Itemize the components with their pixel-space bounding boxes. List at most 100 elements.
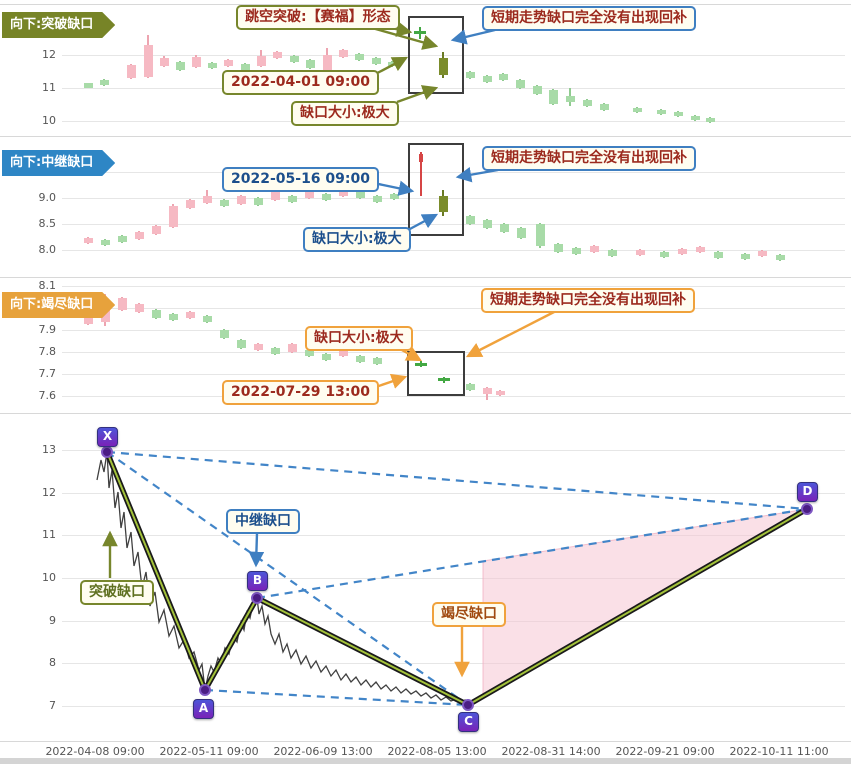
gridline	[62, 663, 845, 665]
candle-body	[151, 226, 161, 234]
candle-body	[305, 59, 315, 68]
candle-body	[372, 357, 382, 365]
candle-body	[287, 344, 297, 352]
candle-body	[143, 45, 153, 78]
annotation-gap-date-p1: 2022-04-01 09:00	[222, 70, 379, 95]
candle-body	[236, 195, 246, 205]
candle-body	[126, 64, 136, 79]
candle-body	[219, 200, 229, 206]
candle-body	[321, 353, 331, 360]
candle-body	[168, 205, 178, 228]
candle-body	[338, 350, 348, 356]
candle-body	[304, 190, 314, 198]
candle-body	[355, 355, 365, 362]
candle-body	[240, 63, 250, 71]
banner-breakaway-gap: 向下:突破缺口	[2, 12, 115, 38]
x-tick-label: 2022-09-21 09:00	[615, 745, 715, 758]
candle-body	[202, 315, 212, 323]
annotation-gap-date-p3: 2022-07-29 13:00	[222, 380, 379, 405]
candle-body	[321, 193, 331, 201]
candle-body	[515, 80, 525, 88]
y-tick-label: 7	[49, 699, 56, 712]
candle-body	[548, 89, 558, 104]
banner-runaway-gap: 向下:中继缺口	[2, 150, 115, 176]
candle-body	[253, 344, 263, 351]
annotation-no-fill-p3: 短期走势缺口完全没有出现回补	[481, 288, 695, 313]
annotation-breakaway-gap-label: 突破缺口	[80, 580, 154, 605]
candle-body	[705, 118, 715, 122]
point-badge-a: A	[193, 699, 214, 719]
panel-divider	[0, 413, 851, 414]
bottom-edge-bar	[0, 758, 851, 764]
candle-body	[516, 228, 526, 239]
candle-body	[100, 240, 110, 245]
point-badge-b: B	[247, 571, 268, 591]
candle-body	[372, 195, 382, 203]
panel-divider	[0, 136, 851, 137]
candle-body	[465, 72, 475, 79]
candle-body	[355, 191, 365, 198]
x-tick-label: 2022-05-11 09:00	[159, 745, 259, 758]
candle-body	[499, 224, 509, 232]
y-tick-label: 9	[49, 613, 56, 627]
y-tick-label: 11	[42, 81, 56, 94]
candle-body	[117, 298, 127, 310]
candle-body	[83, 83, 93, 88]
y-tick-label: 10	[42, 571, 56, 584]
candle-body	[635, 250, 645, 256]
candle-body	[304, 350, 314, 356]
gap-highlight-box-runaway	[408, 143, 464, 236]
candle-body	[338, 188, 348, 196]
candle-body	[498, 74, 508, 81]
gridline	[62, 706, 845, 707]
y-tick-label: 13	[42, 443, 56, 456]
x-tick-label: 2022-04-08 09:00	[45, 745, 145, 758]
annotation-no-fill-p2: 短期走势缺口完全没有出现回补	[482, 146, 696, 171]
candle-body	[695, 246, 705, 253]
candle-body	[371, 57, 381, 64]
candle-body	[175, 61, 185, 70]
candle-body	[465, 383, 475, 391]
candle-body	[419, 153, 423, 163]
y-tick-label: 7.9	[38, 323, 57, 336]
y-tick-label: 8.1	[38, 279, 57, 292]
gridline	[62, 172, 845, 173]
candle-body	[553, 243, 563, 253]
gridline	[62, 88, 845, 89]
candle-body	[117, 235, 127, 243]
gridline	[62, 250, 845, 251]
candle-body	[740, 254, 750, 259]
gridline	[62, 308, 845, 309]
point-badge-x: X	[97, 427, 118, 447]
annotation-gap-date-p2: 2022-05-16 09:00	[222, 167, 379, 192]
candle-body	[99, 80, 109, 86]
candle-body	[207, 62, 217, 68]
candle-body	[354, 54, 364, 60]
x-tick-label: 2022-08-05 13:00	[387, 745, 487, 758]
y-tick-label: 11	[42, 528, 56, 542]
panel-divider	[0, 4, 851, 5]
candle-body	[287, 195, 297, 203]
gridline	[62, 450, 845, 451]
candle-body	[185, 200, 195, 208]
candle-body	[270, 191, 280, 201]
annotation-gap-size-p2: 缺口大小:极大	[303, 227, 411, 252]
gap-highlight-box-exhaustion	[407, 351, 465, 396]
candle-body	[389, 193, 399, 200]
candle-body	[775, 255, 785, 260]
gridline	[62, 535, 845, 537]
annotation-gap-pattern: 跳空突破:【赛福】形态	[236, 5, 400, 30]
point-badge-d: D	[797, 482, 818, 502]
y-tick-label: 8	[49, 656, 56, 670]
candle-body	[202, 195, 212, 204]
panel-divider	[0, 741, 851, 742]
candle-body	[438, 195, 448, 213]
gridline	[62, 198, 845, 199]
gridline	[62, 374, 845, 375]
candle-body	[185, 311, 195, 318]
candle-body	[482, 388, 492, 395]
candle-body	[599, 103, 609, 111]
doji-cross-wick	[420, 360, 422, 368]
gridline	[62, 286, 845, 287]
candle-body	[270, 348, 280, 354]
